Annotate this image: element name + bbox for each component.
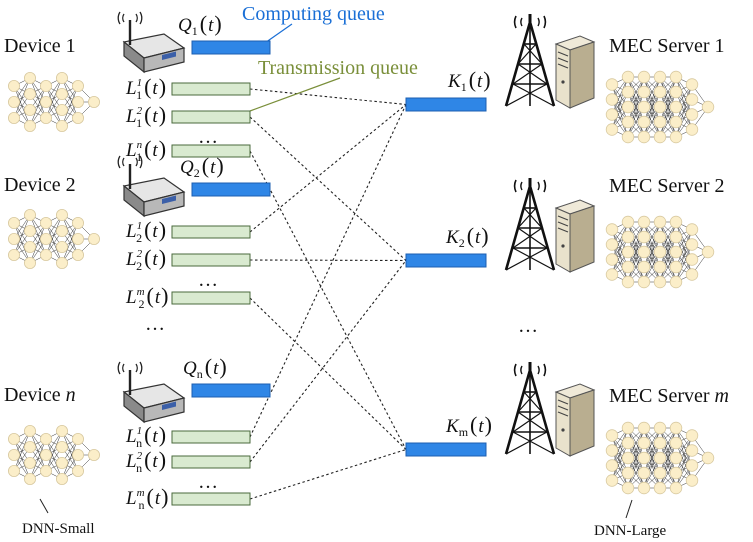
transmission-queue-bar	[171, 455, 251, 469]
computing-queue-legend-label: Computing queue	[242, 3, 385, 25]
mec-server-3: MEC Server m Km(t)	[405, 360, 729, 495]
dnn-large-label: DNN-Large	[594, 523, 667, 539]
link-line	[249, 448, 407, 500]
computing-queue-label: Qn(t)	[183, 354, 227, 381]
server-queue-label: K2(t)	[445, 223, 489, 250]
queue-ellipsis: …	[198, 471, 218, 493]
mec-server-1: MEC Server 1 K1(t)	[405, 12, 725, 144]
transmission-queue-legend-label: Transmission queue	[258, 57, 418, 79]
computing-queue-bar	[191, 40, 271, 55]
link-line	[249, 104, 407, 233]
link-line	[249, 116, 407, 261]
cell-tower-icon	[504, 12, 556, 108]
dnn-small-network	[7, 424, 101, 485]
device-name: Device 1	[4, 35, 76, 57]
device-name: Device 2	[4, 174, 76, 196]
dnn-small-network	[7, 72, 101, 133]
dnn-small-network	[7, 208, 101, 269]
router-icon	[117, 10, 186, 74]
cell-tower-icon	[504, 176, 556, 272]
transmission-queue-bar	[171, 144, 251, 158]
dnn-large-network	[605, 70, 715, 144]
link-line	[249, 150, 407, 450]
router-icon	[117, 360, 186, 424]
device-name: Device n	[4, 384, 76, 406]
transmission-queue-bar	[171, 430, 251, 444]
server-name: MEC Server m	[609, 385, 729, 407]
dnn-large-network	[605, 421, 715, 495]
link-line	[249, 259, 407, 262]
transmission-queue-leader	[249, 77, 341, 112]
server-box-icon	[555, 35, 595, 109]
dnn-small-label: DNN-Small	[22, 521, 95, 537]
link-line	[249, 88, 407, 106]
computing-queue-label: Q2(t)	[180, 153, 224, 180]
computing-queue-bar	[191, 383, 271, 398]
transmission-queue-bar	[171, 253, 251, 267]
queue-ellipsis: …	[198, 269, 218, 291]
cell-tower-icon	[504, 360, 556, 456]
link-line	[249, 297, 407, 450]
computing-queue-bar	[191, 182, 271, 197]
server-ellipsis: …	[518, 315, 538, 337]
server-queue-bar	[405, 253, 487, 268]
server-box-icon	[555, 383, 595, 457]
transmission-queue-bar	[171, 110, 251, 124]
server-queue-label: K1(t)	[447, 67, 491, 94]
queue-ellipsis: …	[198, 126, 218, 148]
connection-lines	[249, 88, 407, 500]
dnn-large-leader	[625, 499, 633, 519]
link-line	[249, 104, 407, 438]
transmission-queue-bar	[171, 225, 251, 239]
server-queue-bar	[405, 442, 487, 457]
server-queue-label: Km(t)	[445, 412, 492, 439]
transmission-queue-bar	[171, 291, 251, 305]
dnn-small-leader	[39, 498, 49, 514]
server-name: MEC Server 2	[609, 175, 725, 197]
dnn-large-network	[605, 215, 715, 289]
device-ellipsis: …	[145, 313, 165, 335]
server-box-icon	[555, 199, 595, 273]
transmission-queue-bar	[171, 82, 251, 96]
router-icon	[117, 154, 186, 218]
transmission-queue-bar	[171, 492, 251, 506]
computing-queue-label: Q1(t)	[178, 11, 222, 38]
server-queue-bar	[405, 97, 487, 112]
server-name: MEC Server 1	[609, 35, 725, 57]
mec-server-2: MEC Server 2 K2(t)	[405, 175, 725, 289]
link-line	[249, 260, 407, 463]
